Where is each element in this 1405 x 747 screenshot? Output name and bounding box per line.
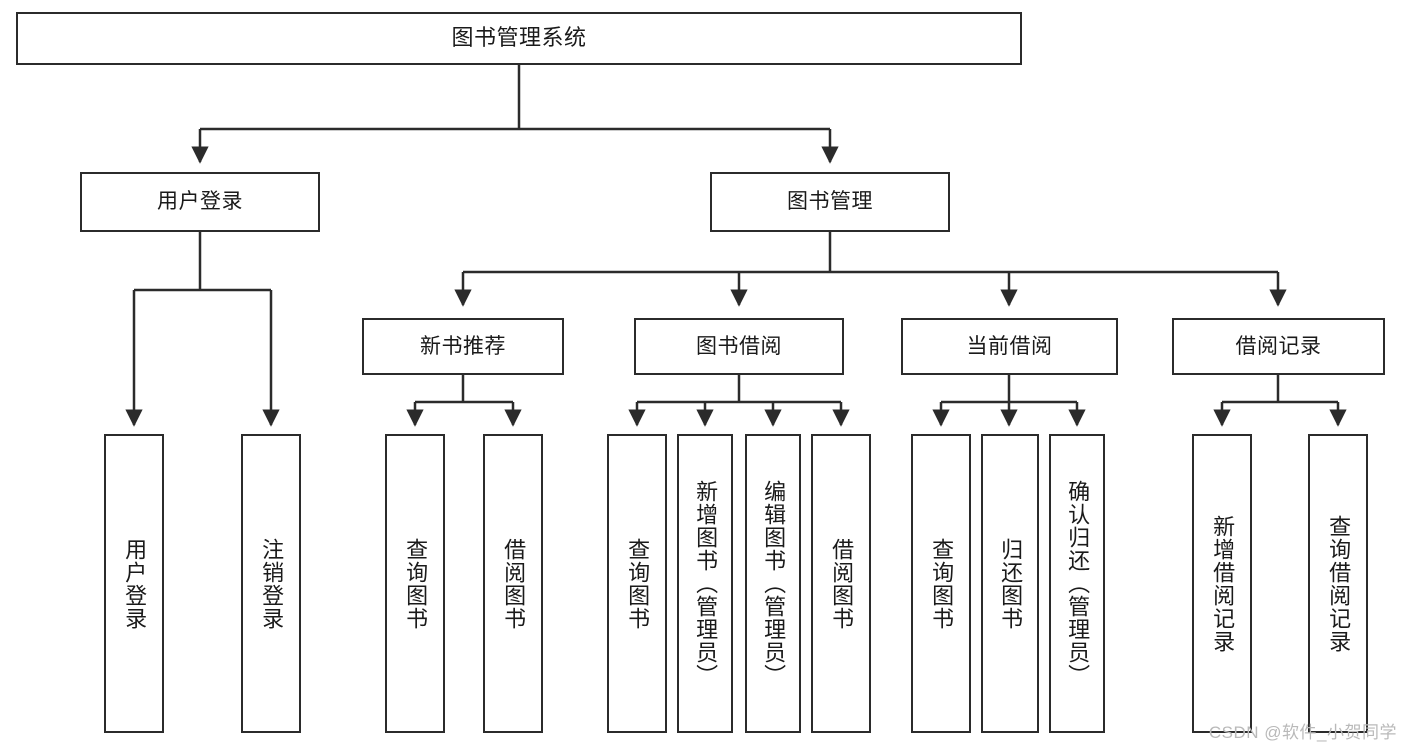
node-book-management-label: 图书管理 [787, 190, 873, 214]
leaf-add-book-admin[interactable]: 新增图书（管理员） [677, 434, 733, 733]
leaf-query-borrow-record-label: 查询借阅记录 [1326, 514, 1352, 653]
leaf-borrow-book-label: 借阅图书 [829, 537, 855, 630]
leaf-user-login-label: 用户登录 [122, 537, 148, 630]
node-new-book-recommend[interactable]: 新书推荐 [362, 318, 564, 375]
node-current-borrow[interactable]: 当前借阅 [901, 318, 1118, 375]
leaf-add-borrow-record[interactable]: 新增借阅记录 [1192, 434, 1252, 733]
leaf-query-book-current-label: 查询图书 [929, 537, 955, 630]
leaf-query-book-borrow-label: 查询图书 [625, 537, 651, 630]
leaf-borrow-book-rec[interactable]: 借阅图书 [483, 434, 543, 733]
leaf-edit-book-admin-label: 编辑图书（管理员） [761, 480, 787, 687]
watermark: CSDN @软件_小贺同学 [1208, 723, 1397, 742]
leaf-query-book-rec-label: 查询图书 [403, 537, 429, 630]
leaf-user-login[interactable]: 用户登录 [104, 434, 164, 733]
leaf-return-book[interactable]: 归还图书 [981, 434, 1039, 733]
node-book-borrow[interactable]: 图书借阅 [634, 318, 844, 375]
leaf-confirm-return-admin[interactable]: 确认归还（管理员） [1049, 434, 1105, 733]
leaf-edit-book-admin[interactable]: 编辑图书（管理员） [745, 434, 801, 733]
leaf-confirm-return-admin-label: 确认归还（管理员） [1065, 480, 1091, 687]
leaf-add-book-admin-label: 新增图书（管理员） [693, 480, 719, 687]
leaf-query-book-rec[interactable]: 查询图书 [385, 434, 445, 733]
leaf-user-logout[interactable]: 注销登录 [241, 434, 301, 733]
node-new-book-recommend-label: 新书推荐 [420, 334, 506, 358]
node-borrow-record[interactable]: 借阅记录 [1172, 318, 1385, 375]
node-user-login-label: 用户登录 [157, 190, 243, 214]
node-borrow-record-label: 借阅记录 [1235, 334, 1322, 358]
leaf-query-borrow-record[interactable]: 查询借阅记录 [1308, 434, 1368, 733]
leaf-user-logout-label: 注销登录 [259, 537, 285, 630]
node-current-borrow-label: 当前借阅 [966, 334, 1053, 358]
node-book-management[interactable]: 图书管理 [710, 172, 950, 232]
node-root[interactable]: 图书管理系统 [16, 12, 1022, 65]
leaf-borrow-book[interactable]: 借阅图书 [811, 434, 871, 733]
node-book-borrow-label: 图书借阅 [696, 334, 782, 358]
leaf-borrow-book-rec-label: 借阅图书 [501, 537, 527, 630]
leaf-query-book-current[interactable]: 查询图书 [911, 434, 971, 733]
leaf-return-book-label: 归还图书 [998, 537, 1024, 630]
node-root-label: 图书管理系统 [451, 25, 587, 51]
leaf-query-book-borrow[interactable]: 查询图书 [607, 434, 667, 733]
node-user-login[interactable]: 用户登录 [80, 172, 320, 232]
leaf-add-borrow-record-label: 新增借阅记录 [1210, 514, 1236, 653]
